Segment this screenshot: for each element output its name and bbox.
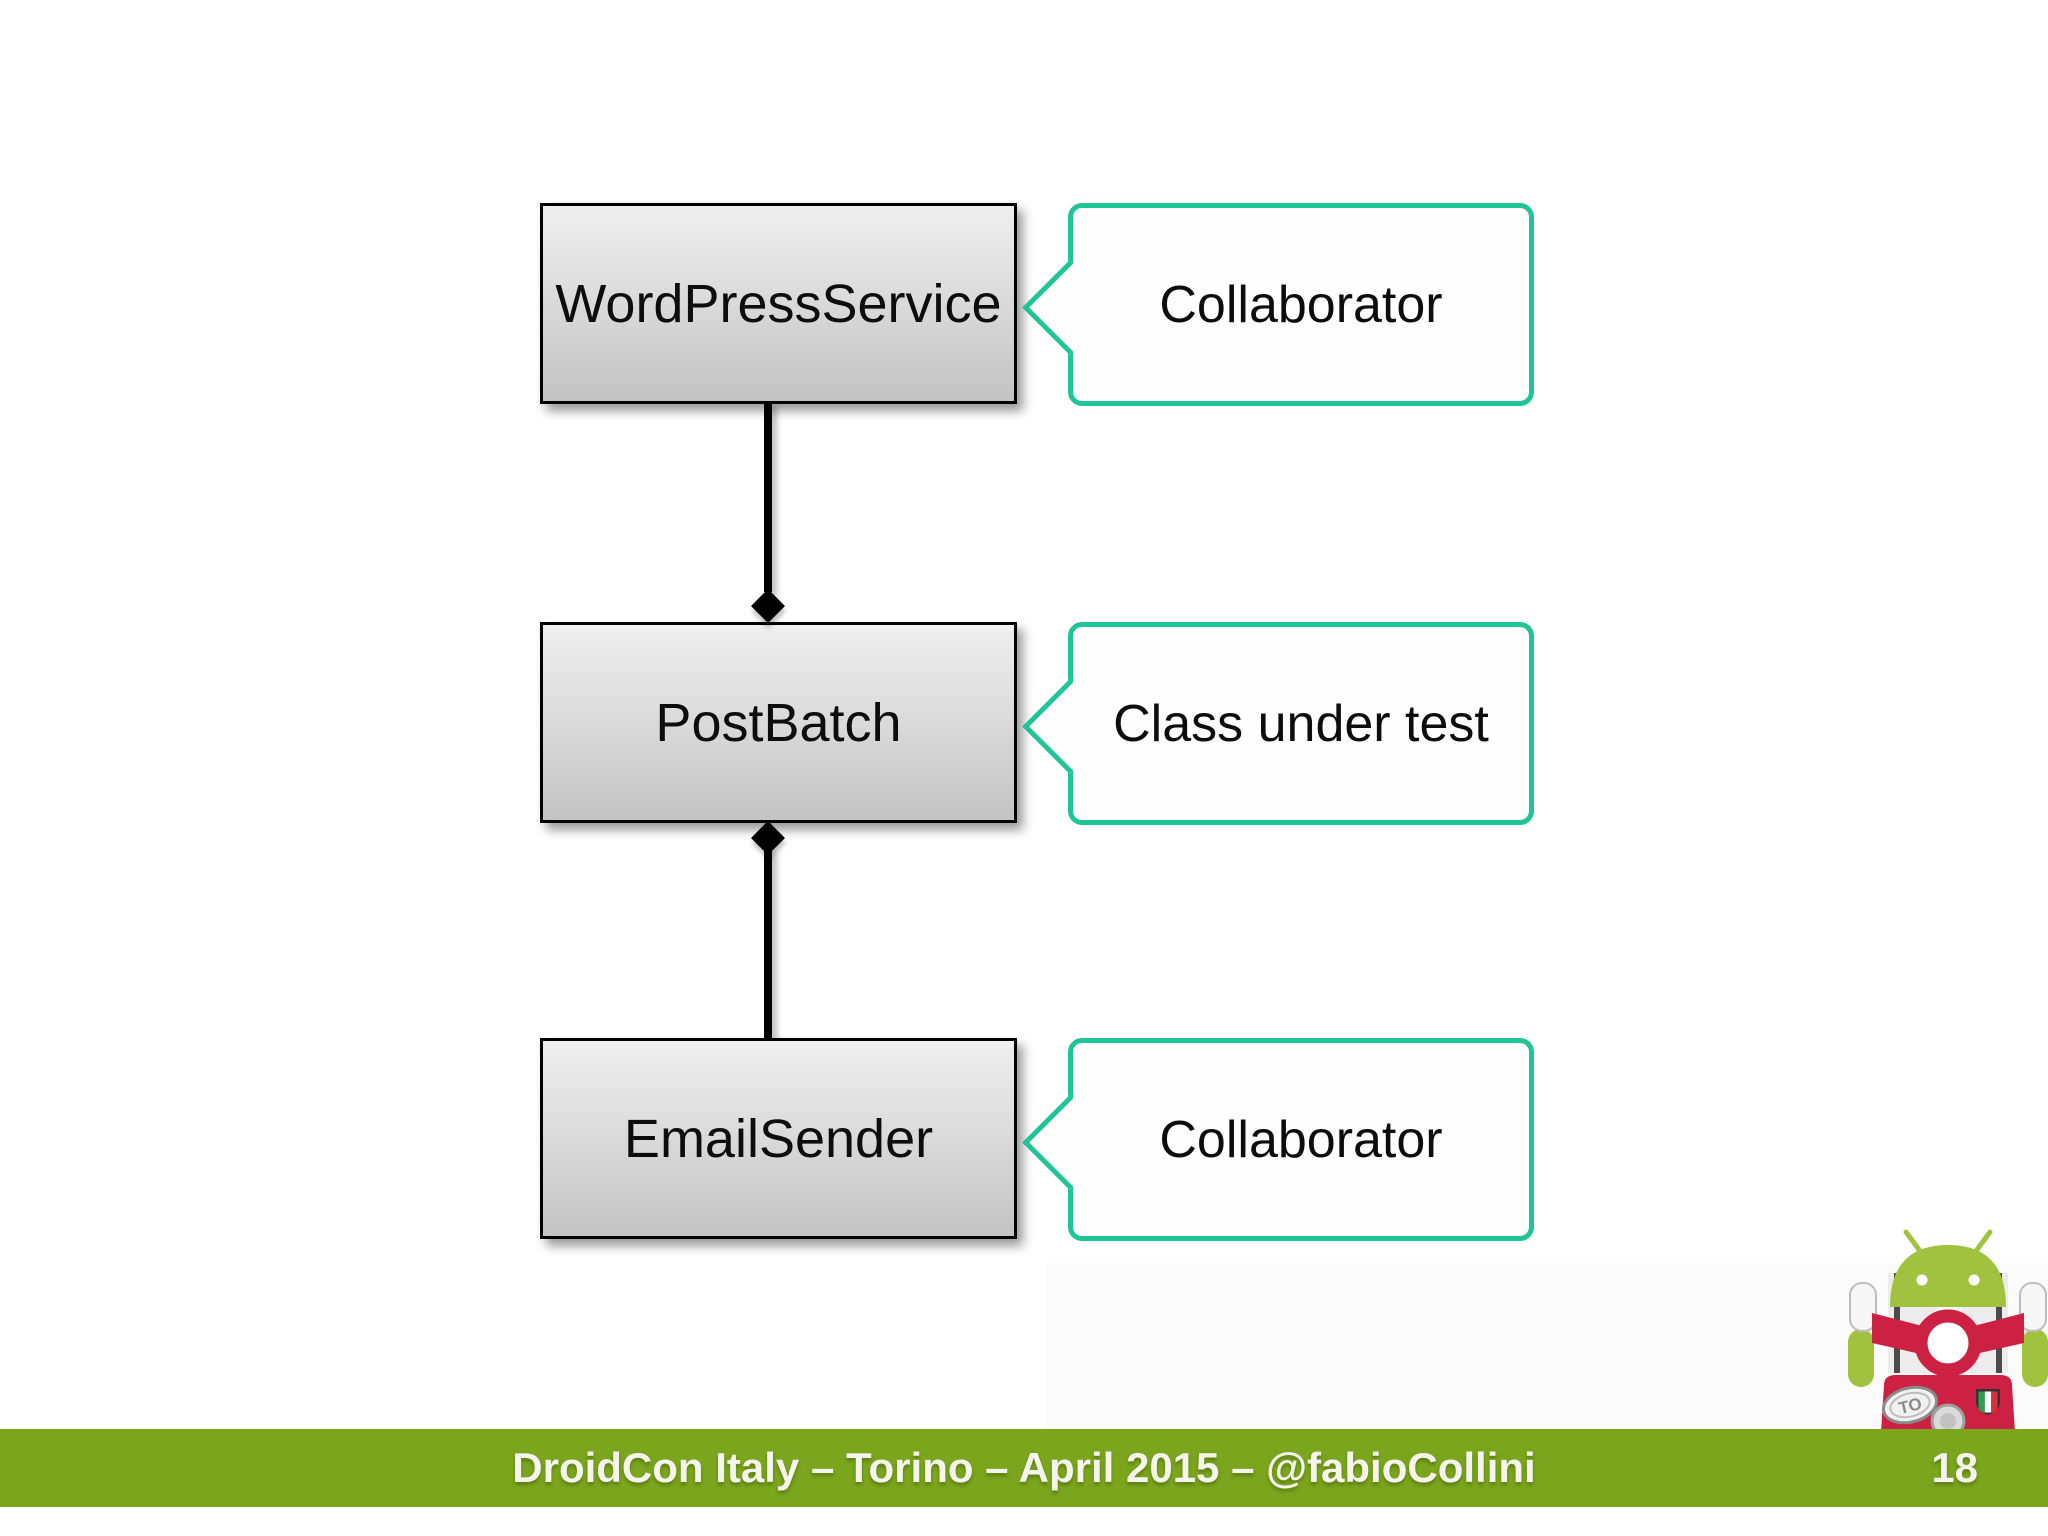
callout-label: Collaborator [1159, 1110, 1443, 1169]
callout-collaborator-bottom: Collaborator [1022, 1038, 1534, 1241]
composition-diamond-icon [751, 821, 785, 855]
callout-class-under-test: Class under test [1022, 622, 1534, 825]
composition-diamond-icon [751, 589, 785, 623]
android-on-scooter-icon: TO [1848, 1229, 2048, 1432]
callout-tail-icon [1022, 259, 1117, 355]
composition-line-top [764, 402, 772, 592]
background-tint [1046, 1263, 2048, 1429]
footer-text: DroidCon Italy – Torino – April 2015 – @… [512, 1444, 1536, 1491]
class-box-label: PostBatch [655, 692, 902, 753]
class-box-postbatch: PostBatch [540, 622, 1017, 823]
footer-bar: DroidCon Italy – Torino – April 2015 – @… [0, 1429, 2048, 1507]
page-number: 18 [1931, 1444, 1978, 1491]
callout-label: Class under test [1113, 694, 1489, 753]
callout-collaborator-top: Collaborator [1022, 203, 1534, 406]
class-box-label: WordPressService [555, 273, 1002, 334]
callout-tail-icon [1022, 1094, 1117, 1190]
class-box-wordpressservice: WordPressService [540, 203, 1017, 404]
callout-tail-icon [1022, 678, 1117, 774]
composition-line-bottom [764, 848, 772, 1040]
callout-label: Collaborator [1159, 275, 1443, 334]
class-box-label: EmailSender [623, 1108, 934, 1169]
class-box-emailsender: EmailSender [540, 1038, 1017, 1239]
